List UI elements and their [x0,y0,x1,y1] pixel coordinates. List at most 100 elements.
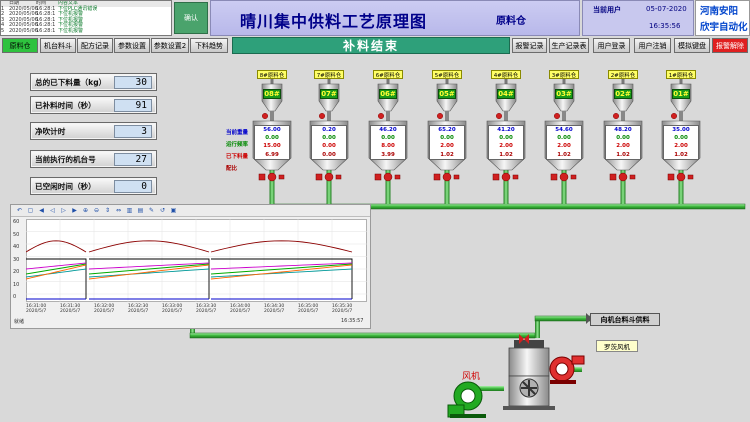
silo-upper-valve-icon[interactable] [671,112,678,119]
first-icon[interactable]: ◀ [39,207,44,214]
user-login-button[interactable]: 用户登录 [593,38,630,53]
silo-outlet-icon [570,174,577,180]
silo-number-tag[interactable]: 07# [320,89,338,99]
nav-raw-silo-button[interactable]: 原料仓 [2,38,38,53]
silo-number-tag[interactable]: 04# [497,89,515,99]
undo-icon[interactable]: ↶ [16,207,23,214]
trend-x-tick-line: 16:32:30 [128,304,149,309]
user-logout-button[interactable]: 用户注销 [634,38,671,53]
silo-motor-icon[interactable] [315,173,323,181]
silo-down-pipe [326,162,332,204]
silo-upper-valve-icon[interactable] [496,112,503,119]
last-icon[interactable]: ▶ [72,207,77,214]
silo-motor-icon[interactable] [550,173,558,181]
silo-discharge-valve-icon[interactable] [501,172,511,182]
silo-motor-icon[interactable] [374,173,382,181]
zoom-x-icon[interactable]: ⇔ [115,207,122,214]
edit-icon[interactable]: ✎ [148,207,155,214]
export-icon[interactable]: ▣ [170,207,177,214]
trend-y-tick: 0 [13,294,17,300]
silo-value: 48.20 [614,127,632,133]
alarm-log-cell: 16:28:1 [36,5,56,12]
silo-neck [679,111,683,121]
silo-number-tag[interactable]: 03# [555,89,573,99]
trend-x-tick-line: 16:35:30 [332,304,353,309]
silo-upper-valve-icon[interactable] [554,112,561,119]
silo-number-tag[interactable]: 06# [379,89,397,99]
nav-machine-hopper-button[interactable]: 机台料斗 [40,38,76,53]
silo-inlet-pipe [679,79,683,84]
production-record-button[interactable]: 生产记录表 [549,38,589,53]
prev-icon[interactable]: ◁ [50,207,55,214]
silo-value: 0.20 [322,127,336,133]
nav-discharge-trend-button[interactable]: 下料趋势 [190,38,228,53]
refresh-icon[interactable]: ↺ [159,207,166,214]
silo-value: 0.00 [265,135,279,142]
silo-value: 65.20 [438,127,456,133]
silo-upper-valve-icon[interactable] [437,112,444,119]
silo-upper-valve-icon[interactable] [613,112,620,119]
silo-discharge-valve-icon[interactable] [324,172,334,182]
silo-motor-icon[interactable] [258,173,266,181]
silo-down-pipe [385,162,391,204]
silo-upper-valve-icon[interactable] [319,112,326,119]
title-band [210,0,580,36]
trend-series-line [26,240,353,253]
silo-label: 6#原料仓 [373,70,403,79]
zoom-y-icon[interactable]: ⇕ [104,207,111,214]
silo-discharge-valve-icon[interactable] [559,172,569,182]
alarm-record-button[interactable]: 报警记录 [512,38,547,53]
alarm-log-cell: 4 [1,22,5,29]
silo-discharge-valve-icon[interactable] [383,172,393,182]
blow-timer-value: 3 [114,125,152,138]
nav-recipe-record-button[interactable]: 配方记录 [77,38,113,53]
roots-blower-label[interactable]: 罗茨风机 [596,340,638,352]
silo-motor-icon[interactable] [433,173,441,181]
silo-discharge-valve-icon[interactable] [618,172,628,182]
silo-number-tag[interactable]: 08# [263,89,281,99]
silo-number-tag[interactable]: 02# [614,89,632,99]
silo-motor-icon[interactable] [667,173,675,181]
nav-params2-button[interactable]: 参数设置2 [151,38,189,53]
trend-x-tick-line: 16:34:30 [264,304,285,309]
alarm-log-column-header: 内容文本 [58,0,79,6]
silo-discharge-valve-icon[interactable] [267,172,277,182]
nav-params-button[interactable]: 参数设置 [114,38,150,53]
silo-discharge-valve-icon[interactable] [442,172,452,182]
grid-icon[interactable]: ▥ [126,207,133,214]
trend-x-tick-line: 16:34:00 [230,304,251,309]
table-icon[interactable]: ▤ [137,207,144,214]
select-icon[interactable]: ▢ [27,207,34,214]
silo-upper-valve-icon[interactable] [378,112,385,119]
zoom-in-icon[interactable]: ⊕ [82,207,89,214]
silo-upper-valve-icon[interactable] [262,112,269,119]
silo-number-tag[interactable]: 05# [438,89,456,99]
confirm-alarm-button[interactable]: 确认 [174,2,208,34]
trend-x-tick-line: 2020/5/7 [196,309,217,314]
alarm-reset-button[interactable]: 报警解除 [712,38,748,53]
silo-number-tag[interactable]: 01# [672,89,690,99]
virtual-keyboard-button[interactable]: 模拟键盘 [674,38,710,53]
silo-motor-icon[interactable] [609,173,617,181]
fan-label: 风机 [462,372,481,382]
zoom-out-icon[interactable]: ⊖ [93,207,100,214]
silo-motor-icon[interactable] [492,173,500,181]
alarm-log-cell: 2020/05/06 [9,16,38,23]
silo-discharge-valve-icon[interactable] [676,172,686,182]
next-icon[interactable]: ▷ [61,207,66,214]
trend-plot-area[interactable] [26,219,367,302]
